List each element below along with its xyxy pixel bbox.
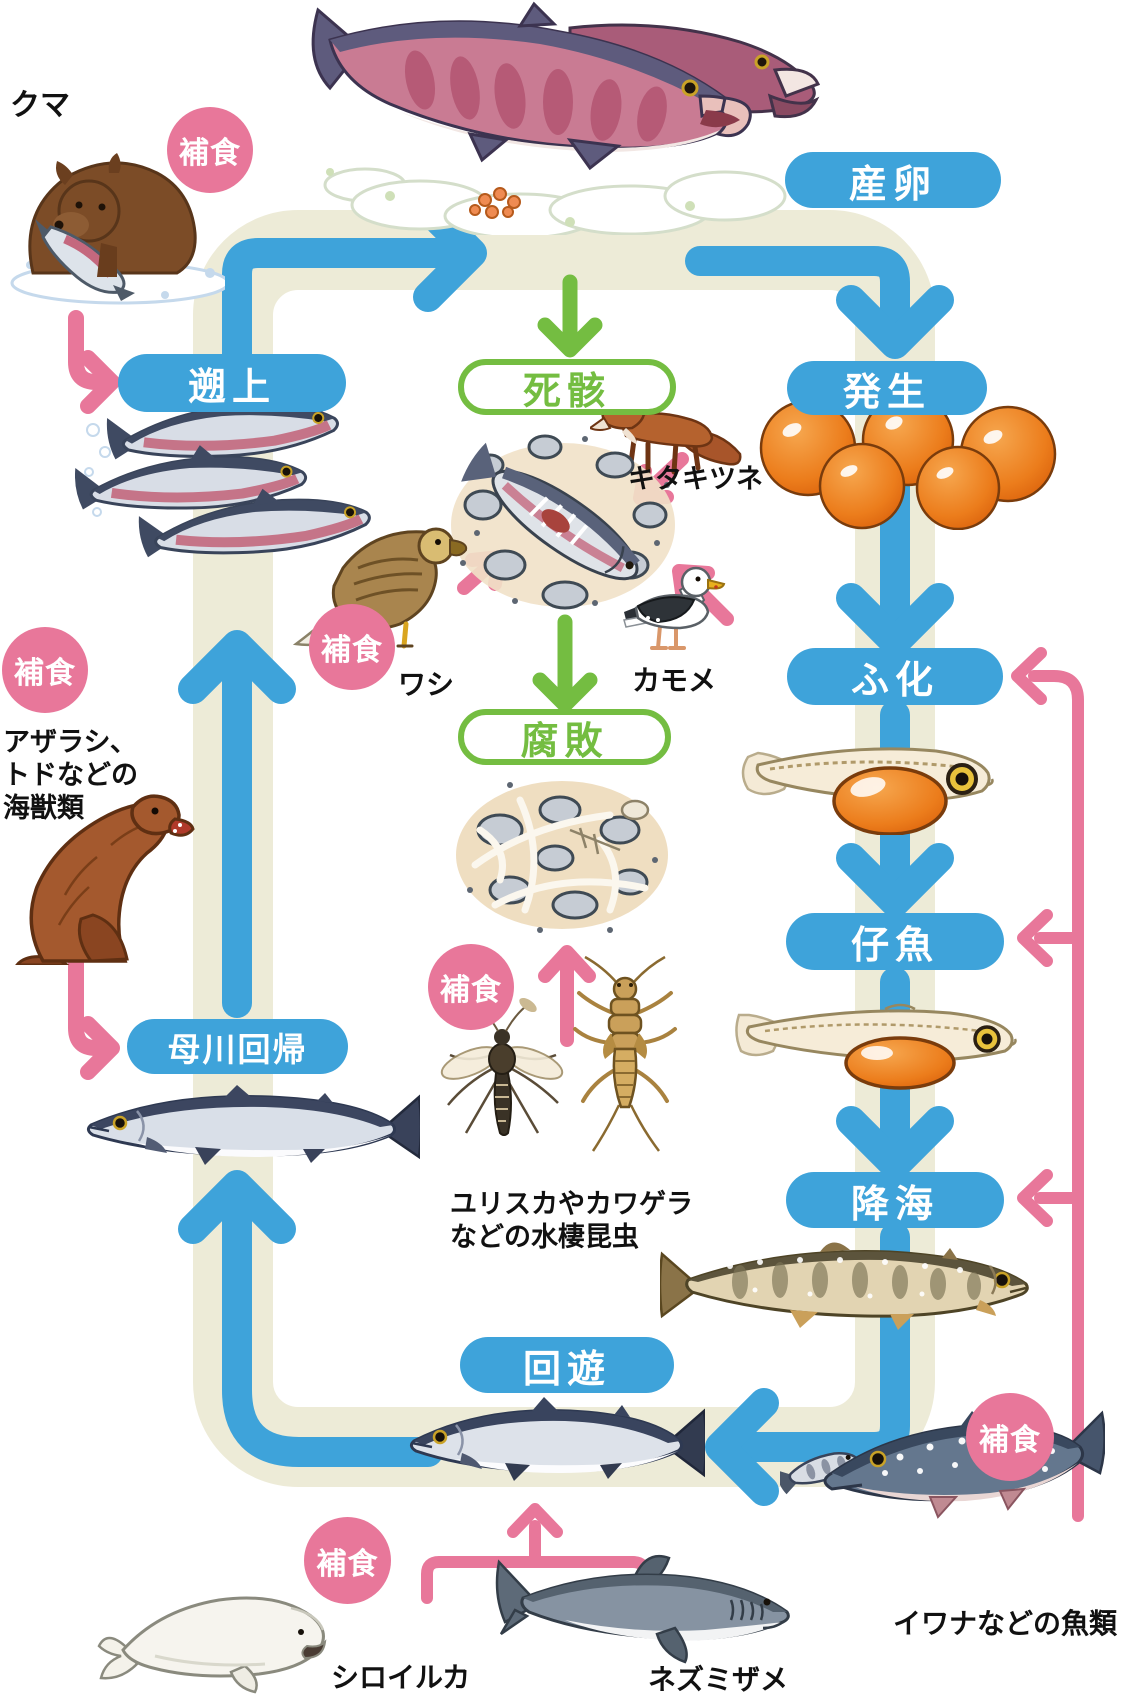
stage-fuka-label: ふ化 xyxy=(850,660,939,702)
parr-illustration xyxy=(660,1242,1029,1330)
stage-bosen-kaiki-label: 母川回帰 xyxy=(167,1030,308,1068)
char-label: イワナなどの魚類 xyxy=(893,1608,1118,1639)
sea-lion-illustration xyxy=(15,794,195,965)
arrow-shigyo-to-kokai-head xyxy=(836,1106,954,1180)
aquatic-insects-label: ユリスカやカワゲラ などの水棲昆虫 xyxy=(450,1188,693,1254)
arrow-fuka-to-shigyo-head xyxy=(836,843,954,917)
beluga-illustration xyxy=(97,1596,327,1694)
stage-kokai-label: 降海 xyxy=(850,1183,939,1226)
upstream-fish-2 xyxy=(75,445,308,510)
arrow-bosen-to-sojo-head xyxy=(178,630,296,704)
eagle-label: ワシ xyxy=(398,669,455,700)
arrow-salmon-to-shigai-head xyxy=(537,317,603,358)
stage-hassei-pill: 発生 xyxy=(787,361,987,415)
carcass-illustration xyxy=(451,434,675,610)
spawning-salmon-illustration xyxy=(311,1,820,235)
stage-bosen-kaiki-pill: 母川回帰 xyxy=(127,1019,348,1074)
stage-fuhai-label: 腐敗 xyxy=(520,720,609,763)
upstream-fish-3 xyxy=(138,488,371,558)
predation-badge-insects: 補食 xyxy=(428,944,514,1030)
stage-hassei-label: 発生 xyxy=(842,371,931,414)
bear-label: クマ xyxy=(10,89,70,122)
arrow-sealion-to-bosen-head xyxy=(80,1016,120,1080)
salmon-eggs-illustration xyxy=(759,393,1057,530)
predation-badge-marine-mammals: 補食 xyxy=(2,627,88,713)
shark-label: ネズミザメ xyxy=(648,1664,789,1695)
blue-cycle-arrows xyxy=(178,194,954,1506)
arrow-bear-to-sojo xyxy=(68,310,108,390)
predation-label: 補食 xyxy=(14,657,76,690)
bracket-to-kaiyu-head xyxy=(507,1503,563,1538)
char-predation-line xyxy=(1028,670,1084,1522)
fox-label: キタキツネ xyxy=(628,464,763,494)
char-line-shigyo-head xyxy=(1017,909,1053,967)
arrow-kaiyu-to-bosen-head xyxy=(178,1170,296,1244)
shark-illustration xyxy=(495,1554,790,1664)
stage-sanran-label: 産卵 xyxy=(848,163,937,206)
bones-illustration xyxy=(456,781,668,933)
gull-illustration xyxy=(623,566,726,650)
beluga-label: シロイルカ xyxy=(331,1662,471,1693)
predation-label: 補食 xyxy=(316,1547,379,1581)
stage-shigai-box: 死骸 xyxy=(458,359,676,415)
predation-badge-bear: 補食 xyxy=(167,107,253,193)
predation-label: 補食 xyxy=(979,1424,1041,1457)
bear-illustration xyxy=(10,153,225,305)
aquatic-insects-line1: ユリスカやカワゲラ xyxy=(450,1189,693,1219)
ocean-salmon-illustration xyxy=(409,1397,705,1481)
stage-kaiyu-pill: 回遊 xyxy=(460,1337,674,1393)
stage-kaiyu-label: 回遊 xyxy=(522,1348,611,1391)
larva-illustration xyxy=(735,1003,1017,1090)
arrow-sealion-to-bosen xyxy=(68,934,108,1056)
char-line-kokai-head xyxy=(1017,1169,1053,1227)
char-line-fuka-head xyxy=(1011,647,1047,705)
arrow-insects-to-fuhai-head xyxy=(538,945,596,983)
stage-fuhai-box: 腐敗 xyxy=(458,709,671,765)
alevin-illustration xyxy=(741,747,994,835)
arrow-sanran-to-hassei xyxy=(685,246,910,341)
upstream-fish-1 xyxy=(106,392,339,460)
predation-label: 補食 xyxy=(440,974,502,1007)
marine-mammals-line1: アザラシ、 xyxy=(3,727,137,757)
arrow-shigai-to-fuhai-head xyxy=(532,672,598,713)
stage-fuka-pill: ふ化 xyxy=(787,648,1003,705)
predation-label: 補食 xyxy=(179,137,241,170)
arrow-kaiyu-to-bosen xyxy=(222,1193,443,1467)
marine-mammals-line3: 海獣類 xyxy=(3,792,84,823)
predation-label: 補食 xyxy=(321,634,383,667)
eagle-illustration xyxy=(292,527,468,649)
natal-return-salmon-illustration xyxy=(86,1085,420,1165)
stage-shigyo-pill: 仔魚 xyxy=(786,913,1004,970)
stage-sojo-label: 遡上 xyxy=(187,366,276,409)
predation-badge-char: 補食 xyxy=(966,1393,1054,1481)
stage-shigyo-label: 仔魚 xyxy=(850,925,939,967)
stonefly-illustration xyxy=(573,955,677,1152)
arrow-sanran-to-hassei-head xyxy=(836,285,954,359)
stage-sojo-pill: 遡上 xyxy=(118,354,346,412)
arrow-bear-to-sojo-head xyxy=(80,350,120,414)
aquatic-insects-line2: などの水棲昆虫 xyxy=(450,1221,639,1252)
upstream-salmon-illustration xyxy=(75,392,371,558)
stage-sanran-pill: 産卵 xyxy=(785,152,1001,208)
arrow-hassei-to-fuka-head xyxy=(836,583,954,657)
stage-shigai-label: 死骸 xyxy=(522,370,611,413)
stage-kokai-pill: 降海 xyxy=(786,1172,1004,1228)
marine-mammals-line2: トドなどの xyxy=(3,759,138,790)
arrow-sojo-to-sanran xyxy=(222,238,467,373)
char-illustration xyxy=(780,1410,1105,1519)
green-decay-arrows xyxy=(532,274,603,713)
marine-mammals-label: アザラシ、 トドなどの 海獣類 xyxy=(3,726,138,825)
predation-badge-eagle: 補食 xyxy=(309,604,395,690)
gull-label: カモメ xyxy=(632,665,717,696)
arrow-kokai-to-kaiyu-head xyxy=(705,1388,779,1506)
predation-badge-beluga-shark: 補食 xyxy=(304,1517,391,1604)
